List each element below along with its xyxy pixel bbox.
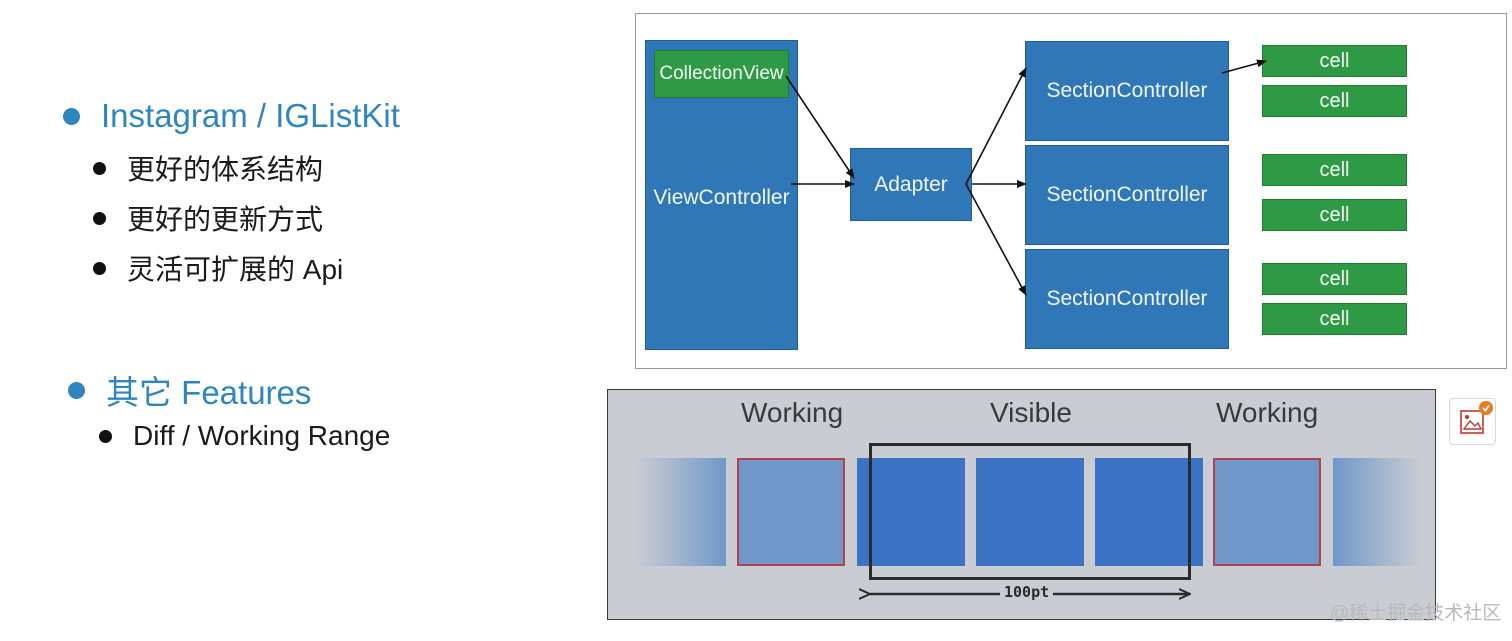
view-controller-label: ViewController — [653, 186, 790, 209]
collection-view-label: CollectionView — [659, 63, 784, 84]
cell-box: cell — [1262, 303, 1407, 335]
bullet-sub-update: 更好的更新方式 — [93, 198, 323, 238]
bullet-instagram: Instagram / IGListKit — [63, 97, 400, 135]
cell-box: cell — [1262, 154, 1407, 186]
cell-label: cell — [1319, 158, 1350, 181]
working-tile — [737, 458, 845, 566]
cell-label: cell — [1319, 307, 1350, 330]
offscreen-tile-right — [1333, 458, 1421, 566]
arrow-section-cell — [1221, 59, 1267, 74]
section-controller-box: SectionController — [1025, 41, 1229, 141]
architecture-diagram: ViewController CollectionView Adapter Se… — [635, 13, 1507, 369]
section-controller-box: SectionController — [1025, 249, 1229, 349]
watermark: @稀土掘金技术社区 — [1330, 603, 1502, 624]
visible-tile — [976, 458, 1084, 566]
bullet-text: 更好的体系结构 — [127, 154, 324, 185]
arrow-adapter-section-1 — [965, 67, 1027, 185]
cell-label: cell — [1319, 267, 1350, 290]
section-controller-label: SectionController — [1046, 183, 1208, 206]
collection-view-box: CollectionView — [654, 50, 789, 98]
cell-label: cell — [1319, 49, 1350, 72]
visible-label: Visible — [990, 397, 1072, 428]
visible-tile — [857, 458, 965, 566]
bullet-text: Diff / Working Range — [133, 420, 391, 451]
visible-tile — [1095, 458, 1203, 566]
bullet-dot — [68, 381, 85, 399]
bullet-sub-api: 灵活可扩展的 Api — [93, 248, 343, 288]
range-size-label: 100pt — [1000, 583, 1054, 601]
bullet-sub-diff: Diff / Working Range — [99, 420, 390, 452]
working-tile — [1213, 458, 1321, 566]
adapter-box: Adapter — [850, 148, 972, 221]
working-range-diagram: Working Visible Working 100pt — [607, 389, 1436, 620]
offscreen-tile-left — [638, 458, 726, 566]
cell-box: cell — [1262, 199, 1407, 231]
bullet-dot — [99, 429, 112, 443]
bullet-features: 其它 Features — [68, 366, 311, 414]
bullet-text: 更好的更新方式 — [127, 204, 324, 235]
cell-label: cell — [1319, 89, 1350, 112]
arrow-collectionview-adapter — [785, 75, 855, 179]
section-controller-label: SectionController — [1046, 287, 1208, 310]
bullet-text: Instagram / IGListKit — [101, 97, 400, 134]
section-controller-box: SectionController — [1025, 145, 1229, 245]
adapter-label: Adapter — [874, 172, 948, 196]
working-label-left: Working — [741, 397, 844, 428]
bullet-dot — [93, 211, 106, 225]
bullet-dot — [63, 107, 80, 125]
connector-arrows — [785, 59, 1267, 296]
arrow-adapter-section-3 — [965, 183, 1027, 296]
bullet-dot — [93, 261, 106, 275]
visible-viewport-frame — [869, 443, 1191, 580]
working-label-right: Working — [1216, 397, 1319, 428]
image-edit-icon[interactable] — [1449, 398, 1496, 445]
bullet-text: 其它 Features — [106, 374, 312, 411]
cell-box: cell — [1262, 85, 1407, 117]
bullet-dot — [93, 161, 106, 175]
bullet-text: 灵活可扩展的 Api — [127, 254, 344, 285]
cell-box: cell — [1262, 263, 1407, 295]
section-controller-label: SectionController — [1046, 79, 1208, 102]
cell-label: cell — [1319, 203, 1350, 226]
bullet-sub-architecture: 更好的体系结构 — [93, 148, 323, 188]
